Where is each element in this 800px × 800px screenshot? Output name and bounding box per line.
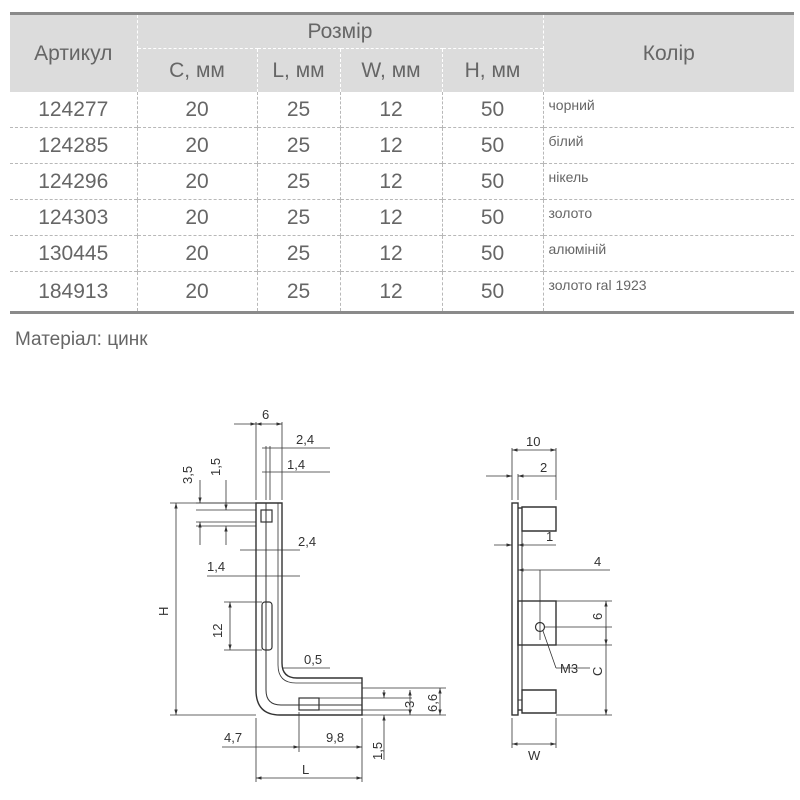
dim-1-4-mid: 1,4 <box>207 559 225 574</box>
cell-c: 20 <box>136 92 257 128</box>
dim-0-5: 0,5 <box>304 652 322 667</box>
dim-w: W <box>528 748 541 763</box>
header-w: W, мм <box>339 48 442 92</box>
cell-c: 20 <box>136 199 257 236</box>
dim-2-4-mid: 2,4 <box>298 534 316 549</box>
header-color: Колір <box>542 13 795 92</box>
slot <box>261 601 273 651</box>
table-row: 124303 20 25 12 50 золото <box>10 199 795 236</box>
cell-article: 124296 <box>10 163 137 200</box>
table-row: 124277 20 25 12 50 чорний <box>10 92 795 128</box>
cell-w: 12 <box>339 271 442 313</box>
cell-c: 20 <box>136 271 257 313</box>
header-c: C, мм <box>136 48 257 92</box>
cell-h: 50 <box>441 199 544 236</box>
dim-1-5-top: 1,5 <box>208 458 223 476</box>
table-row: 130445 20 25 12 50 алюміній <box>10 235 795 272</box>
dim-2: 2 <box>540 460 547 475</box>
dim-3-5: 3,5 <box>180 466 195 484</box>
cell-w: 12 <box>339 235 442 272</box>
cell-l: 25 <box>256 235 340 272</box>
cell-h: 50 <box>441 92 544 128</box>
table-row: 124285 20 25 12 50 білий <box>10 127 795 164</box>
cell-w: 12 <box>339 163 442 200</box>
cell-l: 25 <box>256 163 340 200</box>
dim-10: 10 <box>526 434 540 449</box>
cell-h: 50 <box>441 163 544 200</box>
dim-1-5-bottom: 1,5 <box>370 742 385 760</box>
cell-article: 124277 <box>38 97 109 121</box>
front-view <box>511 502 557 716</box>
cell-l: 25 <box>256 127 340 164</box>
cell-article: 184913 <box>10 271 137 313</box>
top-pin <box>521 506 557 532</box>
cell-c: 20 <box>136 163 257 200</box>
cell-l: 25 <box>256 92 340 128</box>
cell-h: 50 <box>441 271 544 313</box>
cell-l: 25 <box>256 199 340 236</box>
cell-article: 130445 <box>10 235 137 272</box>
technical-drawing: 6 2,4 1,4 3,5 1,5 2,4 1,4 12 H 0,5 3 6,6… <box>156 407 612 782</box>
top-hole <box>260 509 273 523</box>
cell-l: 25 <box>256 271 340 313</box>
bottom-pin <box>521 689 557 714</box>
dim-9-8: 9,8 <box>326 730 344 745</box>
cell-color: алюміній <box>542 235 795 272</box>
dim-1-4-top: 1,4 <box>287 457 305 472</box>
dim-4: 4 <box>594 554 601 569</box>
dim-l: L <box>302 762 309 777</box>
header-size: Розмір <box>136 13 544 49</box>
header-l: L, мм <box>256 48 340 92</box>
cell-w: 12 <box>339 127 442 164</box>
cell-color: золото <box>542 199 795 236</box>
dim-6: 6 <box>262 407 269 422</box>
cell-color: білий <box>542 127 795 164</box>
cell-c: 20 <box>136 235 257 272</box>
dim-12: 12 <box>210 624 225 638</box>
bracket-outline <box>255 502 363 716</box>
cell-article: 124303 <box>10 199 137 236</box>
cell-h: 50 <box>441 235 544 272</box>
dim-2-4-top: 2,4 <box>296 432 314 447</box>
cell-w: 12 <box>339 92 442 128</box>
header-article: Артикул <box>10 13 137 92</box>
center-block <box>517 600 557 646</box>
cell-color: золото ral 1923 <box>542 271 795 313</box>
dim-6-front: 6 <box>590 613 605 620</box>
dim-6-6: 6,6 <box>425 694 440 712</box>
dim-m3: M3 <box>560 661 578 676</box>
spec-table: Артикул Розмір Колір C, мм L, мм W, мм H… <box>10 12 795 314</box>
cell-color: чорний <box>542 92 795 128</box>
table-row: 184913 20 25 12 50 золото ral 1923 <box>10 271 795 313</box>
cell-h: 50 <box>441 127 544 164</box>
cell-color: нікель <box>542 163 795 200</box>
table-row: 124296 20 25 12 50 нікель <box>10 163 795 200</box>
material-note: Матеріал: цинк <box>15 329 148 350</box>
side-view <box>255 502 363 716</box>
dim-1: 1 <box>546 529 553 544</box>
dim-3: 3 <box>402 701 417 708</box>
front-plate <box>511 502 519 716</box>
dim-h: H <box>156 607 171 616</box>
cell-w: 12 <box>339 199 442 236</box>
header-h: H, мм <box>441 48 544 92</box>
dim-c: C <box>590 667 605 676</box>
cell-c: 20 <box>136 127 257 164</box>
bottom-hole <box>298 697 320 711</box>
cell-article: 124285 <box>10 127 137 164</box>
dim-4-7: 4,7 <box>224 730 242 745</box>
